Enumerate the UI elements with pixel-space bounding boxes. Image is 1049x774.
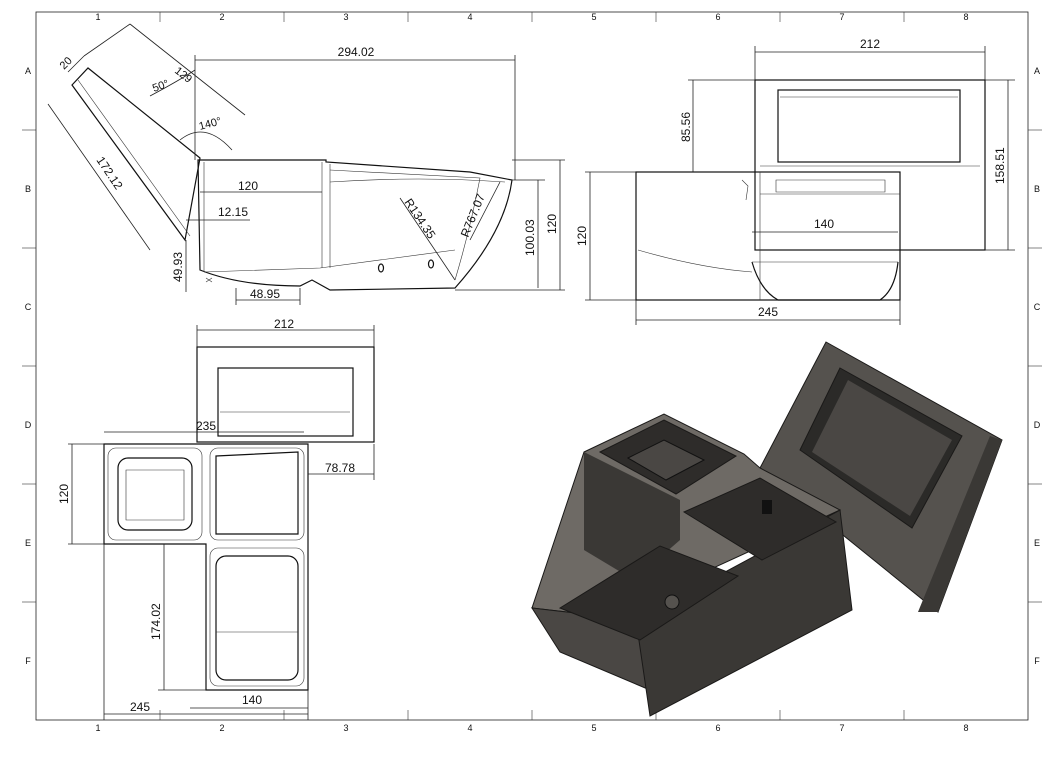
zone-row-label: A [25,66,31,76]
dim-294: 294.02 [338,45,375,59]
top-lid-outline [196,346,375,443]
angle-140: 140° [198,115,223,132]
zone-row-label: F [25,656,31,666]
top-dim-120: 120 [57,484,71,504]
top-dim-245: 245 [130,700,150,714]
zone-column-label: 6 [715,12,720,22]
zone-column-label: 7 [839,12,844,22]
dim-48: 48.95 [250,287,280,301]
front-dim-140: 140 [814,217,834,231]
radius-134: R134.35 [402,196,439,242]
side-lid-panel [71,67,201,242]
dim-100: 100.03 [523,219,537,256]
dim-49: 49.93 [171,252,185,282]
side-body-outline [197,159,513,291]
side-view: 294.02 20 129 50° 140° 172.12 120 12.15 … [47,23,565,305]
zone-row-label: A [1034,66,1040,76]
zone-column-label: 6 [715,723,720,733]
zone-row-label: D [25,420,32,430]
zone-row-label: B [25,184,31,194]
zone-column-label: 5 [591,12,596,22]
zone-row-label: C [25,302,32,312]
angle-50: 50° [151,78,171,95]
zone-column-label: 8 [963,12,968,22]
front-dim-212: 212 [860,37,880,51]
zone-column-label: 8 [963,723,968,733]
zone-column-label: 1 [95,723,100,733]
top-dim-174: 174.02 [149,603,163,640]
front-lid-outline [754,79,986,251]
zone-column-label: 3 [343,723,348,733]
zone-row-label: D [1034,420,1041,430]
dim-172: 172.12 [94,154,126,193]
front-dim-245: 245 [758,305,778,319]
zone-column-label: 7 [839,723,844,733]
front-dim-120: 120 [575,226,589,246]
top-dim-212: 212 [274,317,294,331]
zone-row-label: E [1034,538,1040,548]
top-dim-78: 78.78 [325,461,355,475]
front-dim-85: 85.56 [679,112,693,142]
zone-row-label: F [1034,656,1040,666]
front-dim-158: 158.51 [993,147,1007,184]
zone-column-label: 5 [591,723,596,733]
radius-767: R767.07 [458,192,488,240]
top-body-outline [103,443,309,691]
zone-column-label: 1 [95,12,100,22]
top-view: 212 235 78.78 120 174.02 140 245 [57,317,375,720]
front-view: 212 85.56 158.51 120 140 245 [575,37,1015,325]
zone-row-label: E [25,538,31,548]
zone-row-label: B [1034,184,1040,194]
dim-120-inner: 120 [238,179,258,193]
zone-column-label: 4 [467,12,472,22]
isometric-render [531,341,1003,717]
dim-120-height: 120 [545,214,559,234]
zone-column-label: 4 [467,723,472,733]
front-body-outline [635,171,901,301]
dim-20: 20 [58,55,75,72]
zone-row-label: C [1034,302,1041,312]
top-dim-235: 235 [196,419,216,433]
top-dim-140: 140 [242,693,262,707]
zone-column-label: 2 [219,12,224,22]
dim-12: 12.15 [218,205,248,219]
dim-129: 129 [172,65,194,86]
zone-column-label: 3 [343,12,348,22]
zone-column-label: 2 [219,723,224,733]
